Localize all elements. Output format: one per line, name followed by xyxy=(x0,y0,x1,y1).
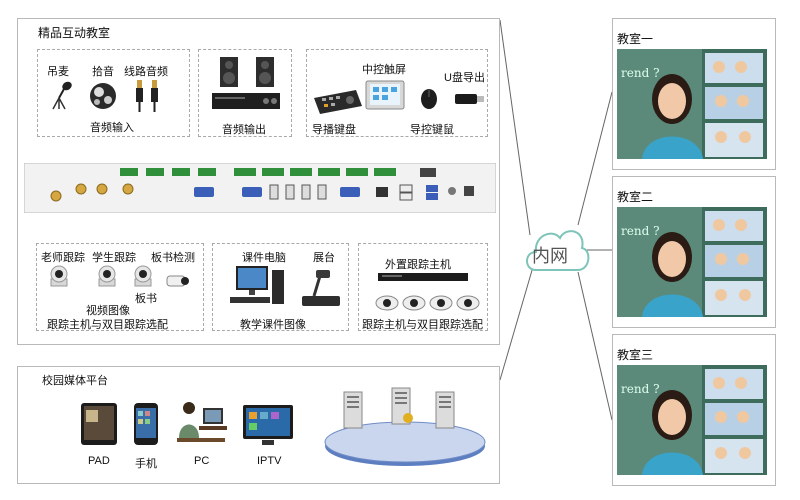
svg-text:rend ?: rend ? xyxy=(621,224,660,238)
main-panel-title: 精品互动教室 xyxy=(36,24,113,41)
courseware-caption: 教学课件图像 xyxy=(240,319,306,331)
director-keyboard-icon xyxy=(314,90,362,114)
label-courseware-pc: 课件电脑 xyxy=(242,252,286,264)
pickup-ball-icon xyxy=(90,83,116,109)
device-label-iptv: IPTV xyxy=(257,455,282,467)
device-label-pad: PAD xyxy=(88,455,110,467)
classroom-photo-2: rend ? xyxy=(617,207,767,317)
mouse-icon xyxy=(421,89,437,109)
svg-text:rend ?: rend ? xyxy=(621,66,660,80)
document-camera-icon xyxy=(302,270,340,306)
tracking-host-icon xyxy=(378,273,468,281)
device-label-pc: PC xyxy=(194,455,210,467)
tracking-camera-icon xyxy=(98,265,116,287)
video-caption-2: 跟踪主机与双目跟踪选配 xyxy=(47,319,168,331)
speaker-icon xyxy=(212,57,280,109)
touch-screen-icon xyxy=(365,80,405,110)
computer-icon xyxy=(230,266,284,304)
cloud-label: 内网 xyxy=(532,246,568,267)
label-booth: 展台 xyxy=(313,252,335,264)
svg-text:rend ?: rend ? xyxy=(621,382,660,396)
audio-output-caption: 音频输出 xyxy=(222,124,266,136)
label-director-keyboard: 导播键盘 xyxy=(312,124,356,136)
label-external-host: 外置跟踪主机 xyxy=(385,259,451,271)
label-touch-screen: 中控触屏 xyxy=(362,64,406,76)
iptv-icon xyxy=(243,405,293,445)
tracking-camera-icon xyxy=(50,265,68,287)
label-student-tracking: 学生跟踪 xyxy=(92,252,136,264)
label-guide-mouse: 导控键鼠 xyxy=(410,124,454,136)
dome-camera-icon xyxy=(375,295,480,311)
classroom-photo-3: rend ? xyxy=(617,365,767,475)
device-label-phone: 手机 xyxy=(135,458,157,470)
classroom-photo-1: rend ? xyxy=(617,49,767,159)
microphone-icon xyxy=(52,81,72,110)
label-pickup: 拾音 xyxy=(92,66,114,78)
label-blackboard: 板书 xyxy=(135,293,157,305)
classroom-label-1: 教室一 xyxy=(617,32,654,46)
pc-user-icon xyxy=(177,402,227,442)
video-caption-1: 视频图像 xyxy=(86,305,130,317)
cloud-icon xyxy=(526,230,590,271)
label-line-audio: 线路音频 xyxy=(124,66,168,78)
label-blackboard-detection: 板书检测 xyxy=(151,252,195,264)
label-hanging-mic: 吊麦 xyxy=(47,66,69,78)
media-server-platform xyxy=(324,387,486,466)
audio-cable-icon xyxy=(136,80,158,112)
tablet-icon xyxy=(81,403,117,445)
usb-drive-icon xyxy=(455,94,484,104)
label-usb-export: U盘导出 xyxy=(444,72,485,84)
external-caption: 跟踪主机与双目跟踪选配 xyxy=(362,319,483,331)
media-panel-title: 校园媒体平台 xyxy=(40,372,110,388)
audio-input-caption: 音频输入 xyxy=(90,122,134,134)
classroom-label-3: 教室三 xyxy=(617,348,654,362)
label-teacher-tracking: 老师跟踪 xyxy=(41,252,85,264)
external-tracking-box xyxy=(358,243,488,331)
host-device xyxy=(24,163,496,213)
video-box xyxy=(36,243,204,331)
tracking-camera-icon xyxy=(134,265,152,287)
phone-icon xyxy=(134,403,158,445)
classroom-label-2: 教室二 xyxy=(617,190,654,204)
bullet-camera-icon xyxy=(166,275,189,287)
